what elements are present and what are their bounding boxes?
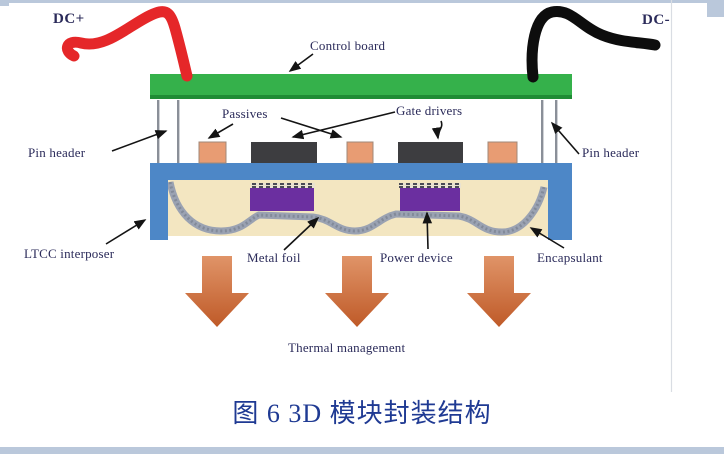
heat-flow-arrow-3: [467, 256, 531, 327]
control-board-layer: [150, 74, 572, 96]
power-device-left: [250, 188, 314, 211]
leader-pin-header-left: [111, 130, 168, 152]
leader-gate-driver-2: [431, 120, 443, 140]
leader-ltcc-interposer: [105, 219, 147, 245]
label-gate-drivers: Gate drivers: [396, 103, 463, 118]
leader-control-board: [288, 53, 314, 72]
label-metal-foil: Metal foil: [247, 250, 301, 265]
pin-header-left-pin1: [157, 100, 160, 163]
label-power-device: Power device: [380, 250, 453, 265]
heat-flow-arrow-1: [185, 256, 249, 327]
control-board-bottom-edge: [150, 95, 572, 99]
dc-minus-cable: [526, 6, 661, 83]
label-thermal-management: Thermal management: [288, 340, 406, 355]
label-encapsulant: Encapsulant: [537, 250, 603, 265]
label-ltcc-interposer: LTCC interposer: [24, 246, 115, 261]
pin-header-right-pin1: [541, 100, 544, 163]
frame-bottom-strip: [0, 447, 724, 454]
ltcc-interposer-layer: [150, 163, 572, 240]
label-pin-header-left: Pin header: [28, 145, 86, 160]
label-pin-header-right: Pin header: [582, 145, 640, 160]
leader-power-device: [422, 211, 433, 250]
leader-passives-1: [207, 123, 234, 139]
leader-gate-driver-1: [291, 111, 396, 140]
frame-top-strip: [0, 0, 724, 3]
gate-driver-2: [398, 142, 463, 163]
dc-plus-cable: [61, 6, 193, 82]
power-device-right: [400, 188, 460, 211]
pin-header-left-pin2: [177, 100, 180, 163]
metal-foil-ribbon: [166, 181, 548, 236]
gate-driver-1: [251, 142, 317, 163]
leader-pin-header-right: [550, 121, 580, 155]
heat-flow-arrow-2: [325, 256, 389, 327]
frame-corner-right: [707, 0, 724, 17]
passive-component-3: [487, 141, 518, 164]
label-dc-plus: DC+: [53, 11, 85, 27]
passive-component-1: [198, 141, 227, 164]
passive-component-2: [346, 141, 374, 164]
frame-corner-left: [0, 0, 9, 6]
label-passives: Passives: [222, 106, 268, 121]
label-control-board: Control board: [310, 38, 386, 53]
pin-header-right-pin2: [555, 100, 558, 163]
solder-bumps-right: [399, 183, 461, 188]
label-dc-minus: DC-: [642, 12, 671, 28]
figure-caption: 图 6 3D 模块封装结构: [232, 399, 492, 428]
leader-encapsulant: [529, 227, 565, 249]
leader-metal-foil: [283, 216, 320, 251]
solder-bumps-left: [251, 183, 315, 188]
leader-passives-2: [280, 117, 343, 139]
